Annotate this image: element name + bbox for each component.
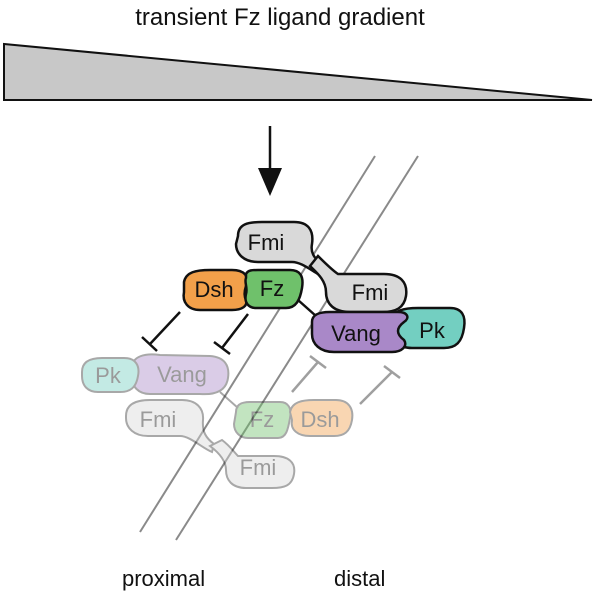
inhibition-arrows-lower	[291, 355, 401, 405]
faded-fmi-left-label: Fmi	[140, 407, 177, 432]
distal-label: distal	[334, 566, 386, 591]
faded-vang-label: Vang	[157, 362, 207, 387]
fz-vang-connector	[297, 299, 317, 317]
dsh: Dsh	[182, 268, 249, 312]
pk-label: Pk	[419, 318, 446, 343]
vang-label: Vang	[331, 321, 381, 346]
faded-fmi-right: Fmi	[208, 438, 296, 489]
faded-pk-label: Pk	[95, 363, 122, 388]
faded-pk: Pk	[81, 357, 140, 393]
faded-dsh-label: Dsh	[300, 407, 339, 432]
down-arrow-icon	[258, 126, 282, 196]
dsh-label: Dsh	[194, 277, 233, 302]
fz: Fz	[244, 268, 304, 310]
faded-vang: Vang	[131, 353, 230, 396]
faded-complex: Vang Pk Fmi Fmi Fz	[81, 353, 354, 489]
faded-fz-label: Fz	[250, 407, 274, 432]
faded-fmi-left: Fmi	[125, 399, 216, 454]
fmi-right-label: Fmi	[352, 280, 389, 305]
faded-fmi-right-label: Fmi	[240, 455, 277, 480]
faded-dsh: Dsh	[288, 399, 354, 437]
inhibition-arrows-upper	[141, 311, 249, 355]
cell-membrane	[139, 155, 419, 541]
faded-fz: Fz	[232, 401, 292, 439]
proximal-label: proximal	[122, 566, 206, 591]
vang: Vang	[310, 310, 409, 354]
fz-label: Fz	[260, 276, 284, 301]
diagram-title: transient Fz ligand gradient	[135, 4, 425, 31]
fmi-right: Fmi	[308, 254, 408, 314]
ligand-gradient-wedge	[3, 42, 593, 101]
fmi-top-label: Fmi	[248, 230, 285, 255]
